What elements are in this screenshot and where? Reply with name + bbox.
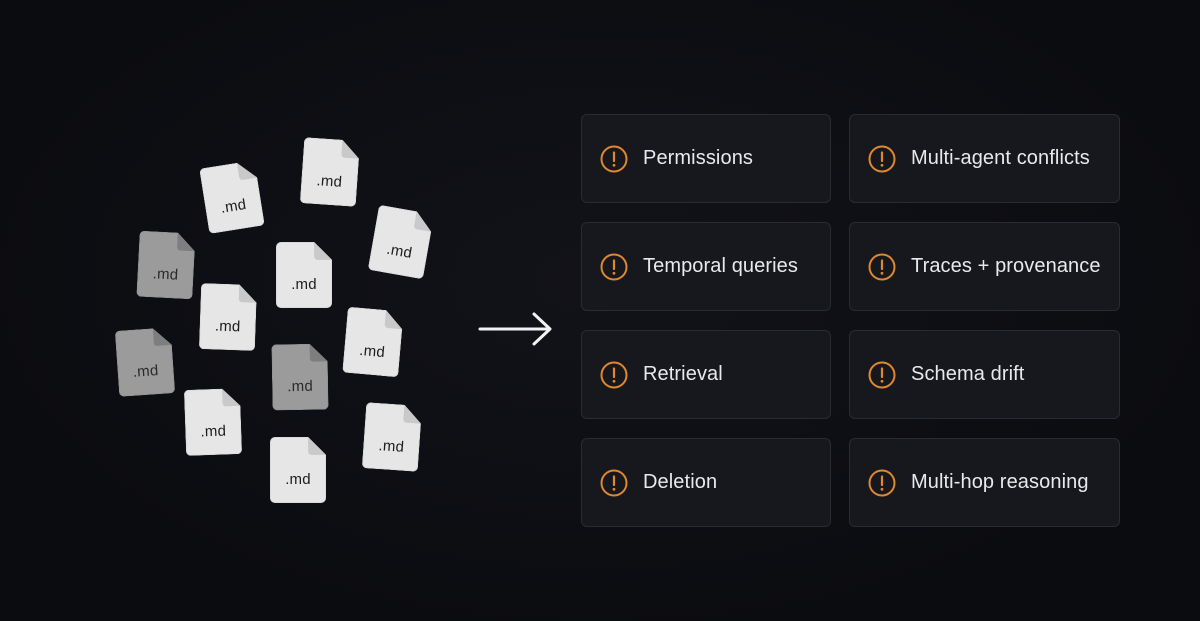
file-extension-label: .md: [200, 422, 227, 441]
file-extension-label: .md: [214, 317, 241, 336]
issue-label: Deletion: [643, 471, 718, 493]
issue-label: Permissions: [643, 147, 754, 169]
file-icon: .md: [199, 160, 265, 234]
file-extension-label: .md: [291, 276, 317, 293]
issue-card-traces-provenance: Traces + provenance: [849, 222, 1120, 311]
exclamation-circle-icon: [868, 469, 896, 496]
file-icon: .md: [136, 231, 195, 300]
file-icon: .md: [276, 242, 332, 308]
issue-card-retrieval: Retrieval: [581, 330, 831, 419]
issue-label: Schema drift: [911, 363, 1025, 385]
issue-card-permissions: Permissions: [581, 114, 831, 203]
issue-card-deletion: Deletion: [581, 438, 831, 527]
file-extension-label: .md: [287, 377, 314, 396]
file-icon: .md: [184, 388, 242, 456]
exclamation-circle-icon: [868, 253, 896, 280]
exclamation-circle-icon: [600, 469, 628, 496]
exclamation-circle-icon: [868, 361, 896, 388]
file-icon: .md: [368, 205, 435, 280]
issue-label: Multi-hop reasoning: [911, 471, 1089, 493]
issue-card-multi-agent-conflicts: Multi-agent conflicts: [849, 114, 1120, 203]
issue-label: Multi-agent conflicts: [911, 147, 1090, 169]
file-icon: .md: [199, 283, 257, 351]
issues-grid: Permissions Multi-agent conflicts Tempor…: [581, 114, 1120, 527]
file-icon: .md: [300, 137, 360, 207]
file-icon: .md: [362, 402, 422, 472]
file-extension-label: .md: [285, 471, 311, 488]
file-icon: .md: [271, 344, 328, 411]
issue-label: Traces + provenance: [911, 255, 1101, 277]
file-icon: .md: [342, 307, 404, 378]
exclamation-circle-icon: [600, 253, 628, 280]
issue-card-schema-drift: Schema drift: [849, 330, 1120, 419]
file-icon: .md: [115, 327, 175, 397]
exclamation-circle-icon: [600, 361, 628, 388]
arrow-right-icon: [478, 312, 552, 346]
exclamation-circle-icon: [868, 145, 896, 172]
issue-label: Retrieval: [643, 363, 723, 385]
file-icon: .md: [270, 437, 326, 503]
issue-card-multi-hop-reasoning: Multi-hop reasoning: [849, 438, 1120, 527]
issue-label: Temporal queries: [643, 255, 799, 277]
exclamation-circle-icon: [600, 145, 628, 172]
file-extension-label: .md: [152, 265, 179, 284]
issue-card-temporal-queries: Temporal queries: [581, 222, 831, 311]
